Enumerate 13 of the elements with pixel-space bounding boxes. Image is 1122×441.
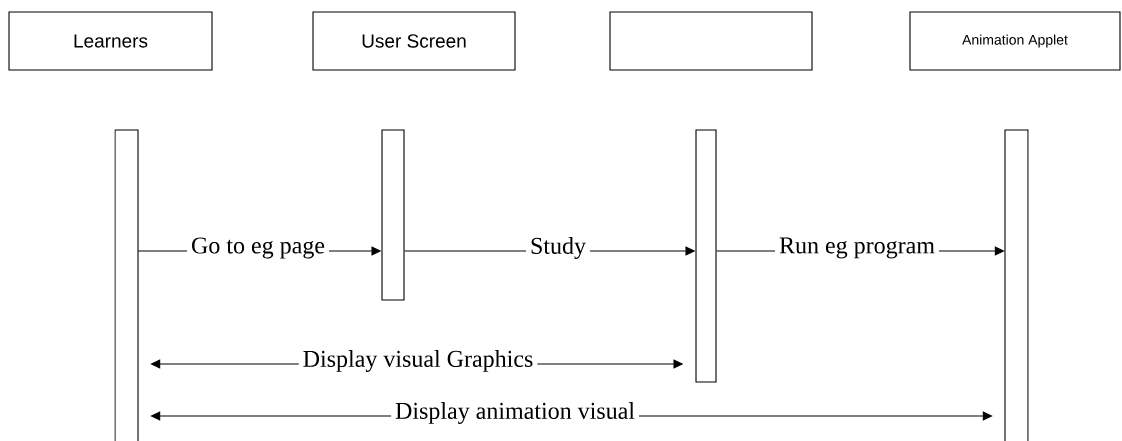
- edge-label: Study: [526, 233, 590, 263]
- lifeline-bar: [1004, 129, 1029, 441]
- edge-label: Go to eg page: [187, 233, 329, 263]
- activation-bar: [695, 129, 717, 383]
- activation-bar: [381, 129, 405, 301]
- edge-label: Display animation visual: [391, 398, 639, 428]
- participant-box: Learners: [8, 11, 213, 71]
- participant-box: Animation Applet: [909, 11, 1121, 71]
- edge-label: Run eg program: [775, 233, 939, 263]
- participant-box: [609, 11, 813, 71]
- participant-box: User Screen: [312, 11, 516, 71]
- edge-label: Display visual Graphics: [298, 346, 538, 376]
- lifeline-bar: [114, 129, 139, 441]
